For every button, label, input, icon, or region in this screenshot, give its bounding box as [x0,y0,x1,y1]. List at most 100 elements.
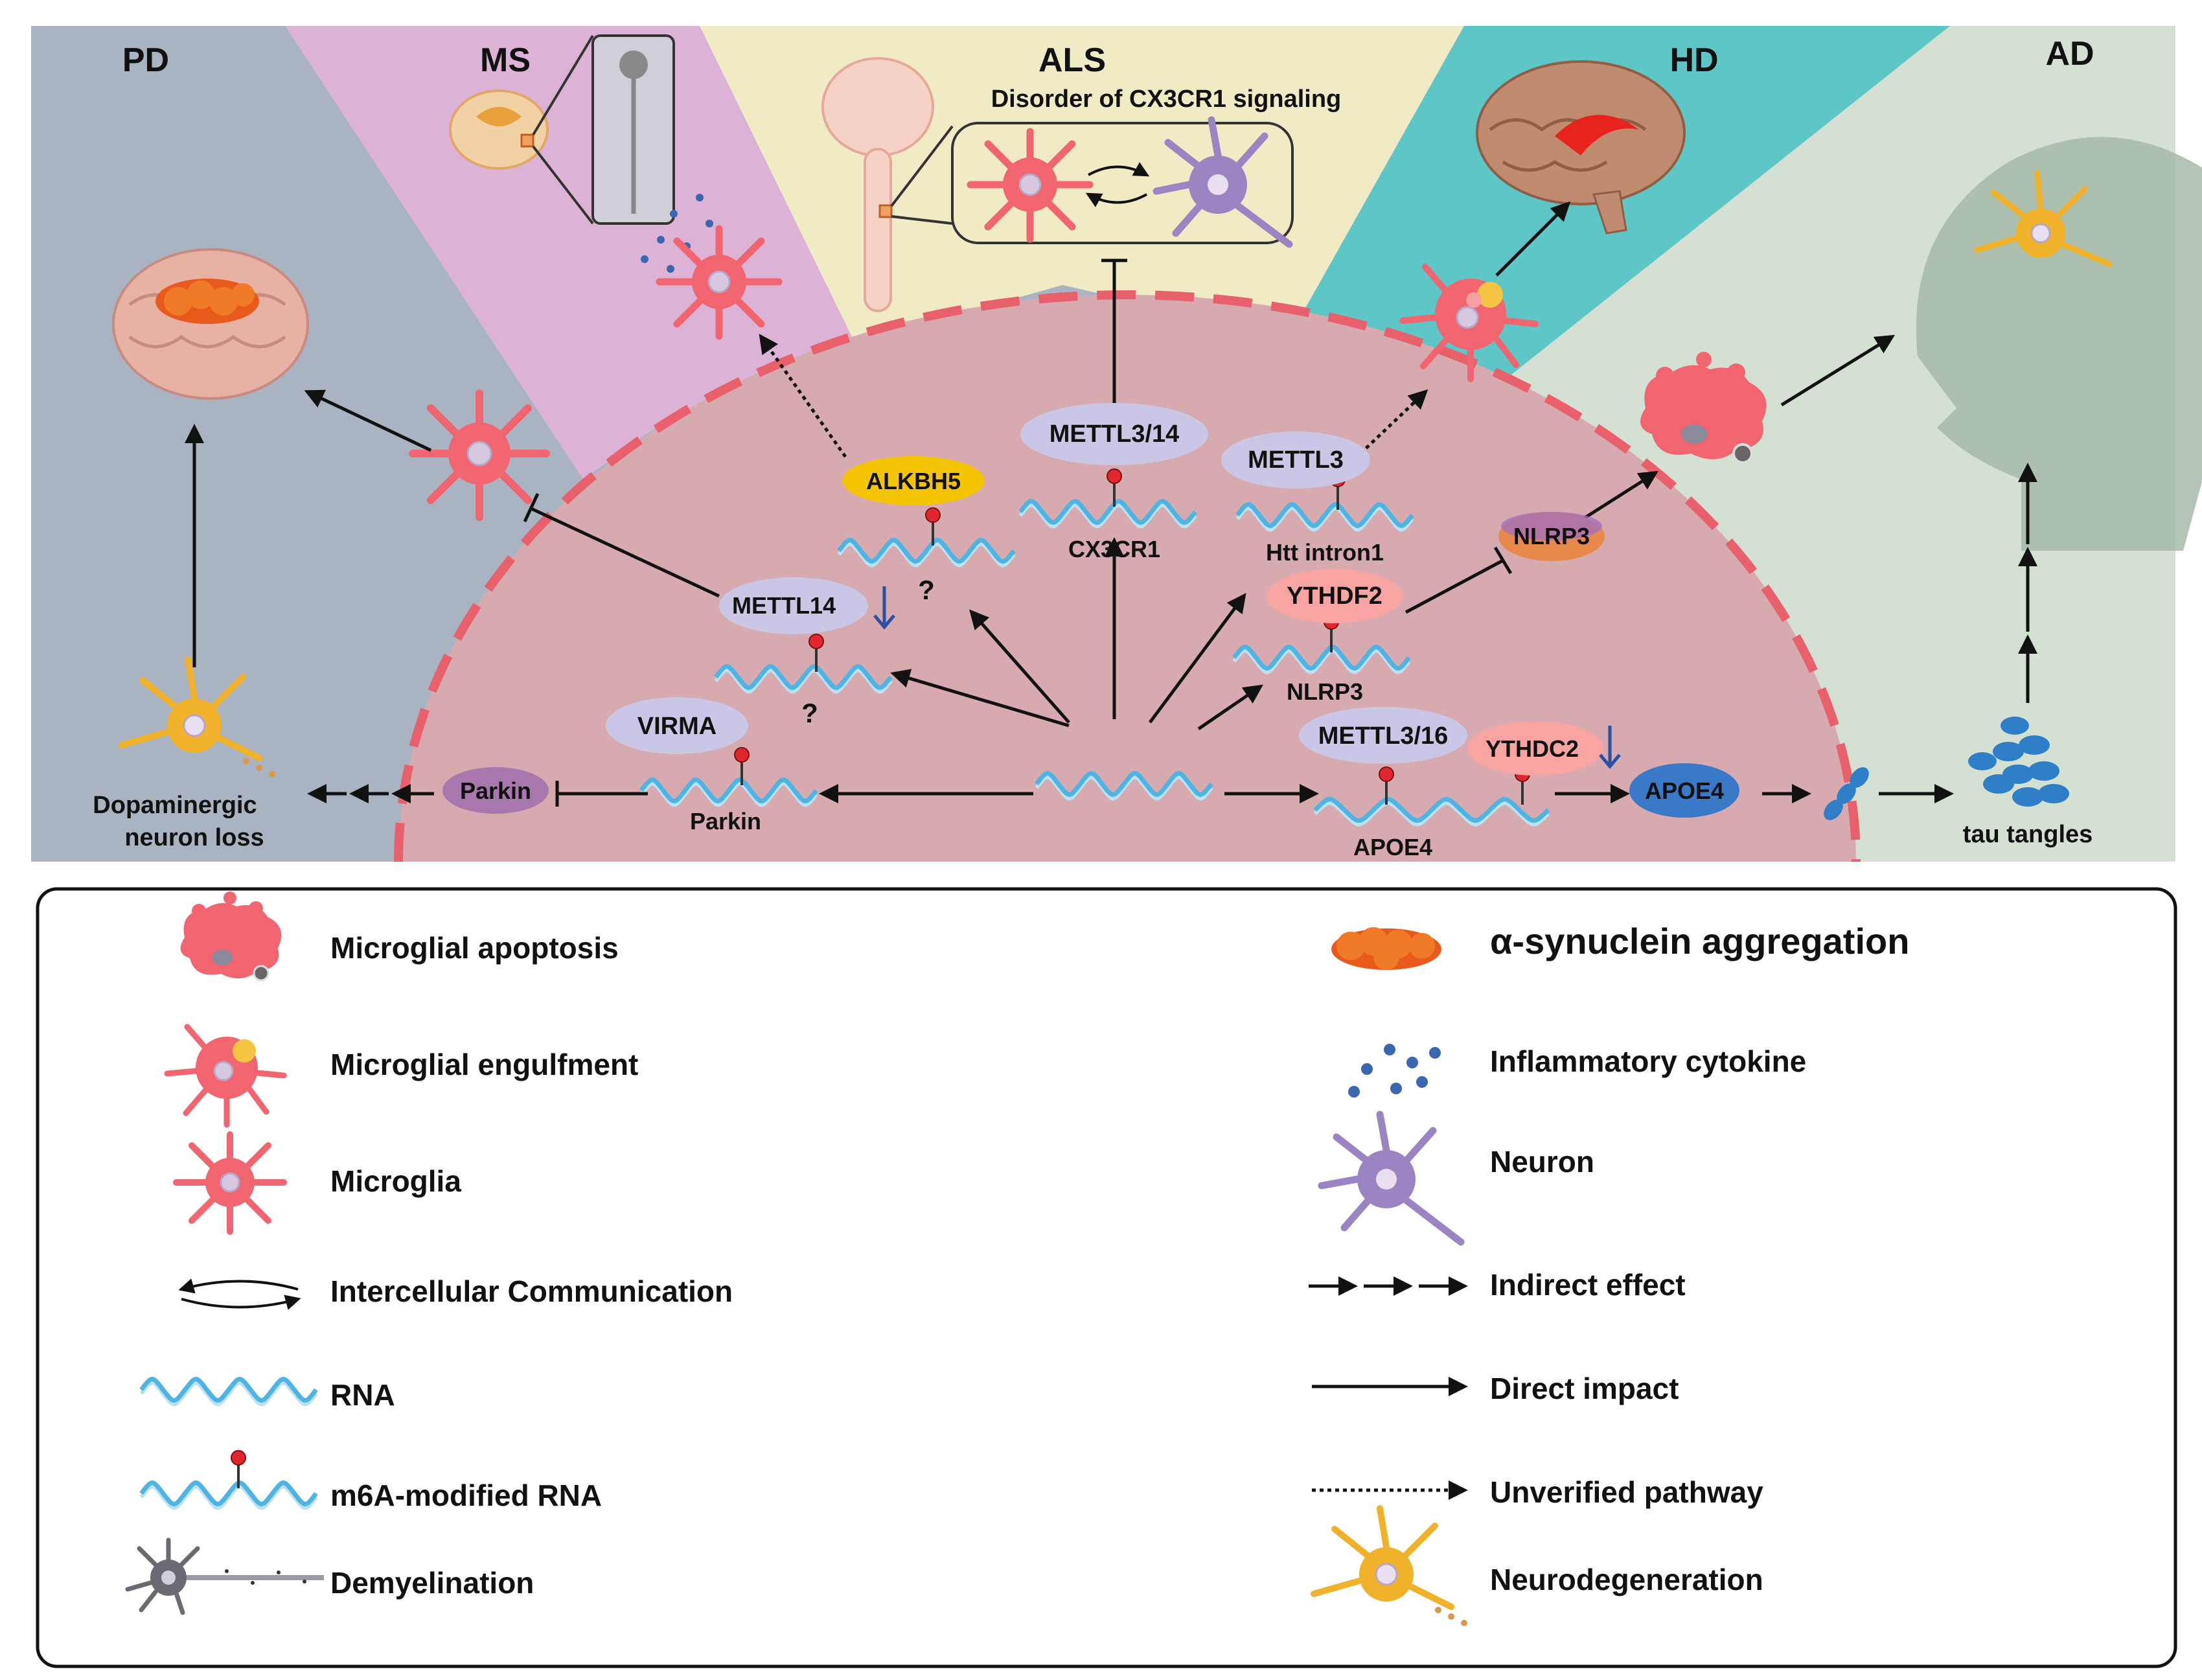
tau-fiber-icon [1824,767,1869,820]
apoptosis-icon [1640,352,1767,464]
panel-title-ad: AD [2045,35,2094,73]
nlrp3-rna-label: NLRP3 [1287,678,1363,705]
neurodegeneration-icon [1311,1505,1467,1626]
tau-tangle-icon [1968,717,2069,807]
apoptosis-icon [180,892,282,982]
alkbh5-ellipse [842,456,985,505]
legend-box [36,887,2177,1668]
spinal-cord-icon [449,34,594,225]
ms-region [285,26,855,479]
mettl314-ellipse [1020,403,1208,465]
legend-label: Demyelination [330,1566,534,1600]
rna-icon [139,1377,318,1407]
arrow-to-alkbh5-rna [969,609,1070,724]
mettl14-target-rna [714,634,893,694]
virma-label: VIRMA [637,713,717,740]
parkin-rna-label: Parkin [690,808,761,834]
legend-label: m6A-modified RNA [330,1479,602,1512]
microglia-icon [967,128,1094,243]
alkbh5-target-rna [837,507,1016,568]
communication-icon [178,1278,301,1310]
cx3cr1-rna-label: CX3CR1 [1068,536,1160,562]
proteins: ALKBH5 METTL3/14 METTL3 METTL14 YTHDF2 N… [442,403,1739,818]
cx3cr1-rna [1018,468,1197,529]
down-arrow-icon [1599,726,1621,769]
question-mark: ? [801,698,818,728]
neurodegeneration-icon [1974,170,2113,268]
legend-icons [125,892,1468,1626]
demyelinated-neuron-inset [591,34,675,225]
rna-layer [639,468,1550,827]
htt-rna-label: Htt intron1 [1266,539,1384,566]
apoe4-protein-label: APOE4 [1645,777,1724,804]
head-silhouette-icon [1916,137,2202,551]
mettl3-ellipse [1221,432,1370,489]
pathway-arrows [185,201,2037,807]
brain-spinal-icon [821,57,954,312]
panel-title-ms: MS [480,41,531,79]
mettl314-label: METTL3/14 [1049,420,1180,448]
parkin-protein-label: Parkin [460,777,531,804]
alkbh5-label: ALKBH5 [866,468,961,494]
mettl316-ellipse [1299,707,1467,764]
nlrp3-protein-label: NLRP3 [1513,523,1590,549]
legend-label: Neurodegeneration [1490,1563,1763,1596]
central-rna [1035,771,1213,801]
arrow-to-ythdf2 [1148,593,1246,724]
mettl14-label: METTL14 [732,592,836,619]
mettl14-ellipse [719,577,868,634]
pd-outcome-line2: neuron loss [124,824,264,851]
neurodegeneration-icon [119,656,275,777]
synuclein-icon [1331,927,1441,970]
panel-title-hd: HD [1669,41,1718,79]
brain-synuclein-icon [112,248,309,400]
ythdf2-inhibition [1405,558,1504,614]
microglia-icon [656,225,783,340]
panel-title-als: ALS [1038,41,1106,79]
arrow-to-nlrp3-rna [1197,684,1263,731]
pd-outcome-line1: Dopaminergic [93,792,257,819]
virma-ellipse [606,697,748,754]
legend-label: Neuron [1490,1145,1594,1179]
neuron-icon [1153,116,1293,248]
ythdf2-ellipse [1267,569,1403,623]
neuron-icon [1318,1110,1465,1246]
mettl3-label: METTL3 [1248,446,1344,474]
engulfment-icon [1399,264,1539,382]
legend-label: Indirect effect [1490,1268,1686,1302]
ythdf2-label: YTHDF2 [1287,582,1382,610]
legend-label: Unverified pathway [1490,1475,1763,1509]
parkin-protein-ellipse [442,767,549,814]
legend-label: Direct impact [1490,1372,1679,1405]
microglia-icon [173,1131,287,1235]
mettl14-inhibition [530,507,720,598]
ythdc2-label: YTHDC2 [1485,735,1579,762]
apoe4-rna-label: APOE4 [1353,834,1432,860]
panel-title-pd: PD [122,41,169,79]
m6a-rna-icon [139,1450,318,1510]
legend-label: α-synuclein aggregation [1490,921,1909,961]
arrow-to-mettl14-rna [890,669,1070,728]
cytokine-icon [1348,1044,1441,1098]
communication-icon [1085,162,1150,207]
engulfment-icon [164,1024,287,1128]
down-arrow-icon [873,586,895,630]
question-mark: ? [918,575,935,605]
legend-label: Microglia [330,1164,461,1198]
cell-membrane [394,290,1861,862]
als-subtitle: Disorder of CX3CR1 signaling [991,86,1342,113]
legend-label: Inflammatory cytokine [1490,1044,1806,1078]
m6a-rna-strand [139,1450,318,1510]
ythdc2-ellipse [1467,721,1603,776]
hd-brain-icon [1476,60,1686,235]
microglia-icon [409,389,550,521]
legend-label: Microglial apoptosis [330,931,619,965]
tau-tangles-label: tau tangles [1963,821,2093,848]
apoe4-protein-ellipse [1629,763,1739,818]
mettl316-label: METTL3/16 [1318,722,1449,750]
legend-label: Intercellular Communication [330,1274,733,1308]
demyelination-icon [125,1537,324,1615]
legend-label: Microglial engulfment [330,1048,638,1081]
